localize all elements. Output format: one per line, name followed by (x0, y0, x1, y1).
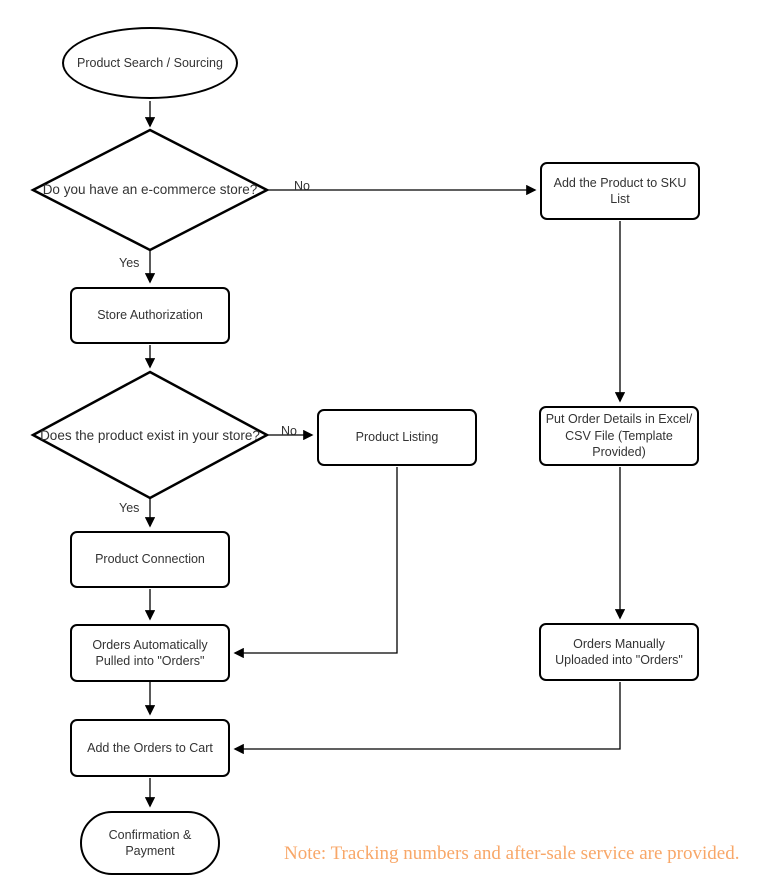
decision-store-diamond (30, 128, 270, 252)
edge-label-product-yes: Yes (119, 501, 140, 515)
decision-store-label: Do you have an e-commerce store? (42, 182, 258, 197)
connector-orders-manual-to-add-cart (233, 682, 621, 755)
node-sku-list: Add the Product to SKU List (540, 162, 700, 220)
node-product-listing: Product Listing (317, 409, 477, 466)
node-store-authorization: Store Authorization (70, 287, 230, 344)
node-product-listing-label: Product Listing (355, 430, 439, 445)
node-sku-list-label: Add the Product to SKU List (553, 175, 687, 207)
node-orders-auto-label: Orders Automatically Pulled into "Orders… (92, 637, 208, 669)
node-product-connection: Product Connection (70, 531, 230, 588)
edge-label-store-no: No (294, 179, 310, 193)
node-order-details: Put Order Details in Excel/ CSV File (Te… (539, 406, 699, 466)
node-end: Confirmation & Payment (80, 811, 220, 875)
note-text: Note: Tracking numbers and after-sale se… (284, 843, 740, 864)
node-start: Product Search / Sourcing (62, 27, 238, 99)
edge-label-store-yes: Yes (119, 256, 140, 270)
node-orders-manual: Orders Manually Uploaded into "Orders" (539, 623, 699, 681)
node-store-authorization-label: Store Authorization (97, 308, 203, 323)
node-order-details-label: Put Order Details in Excel/ CSV File (Te… (545, 412, 693, 460)
edge-label-product-no: No (281, 424, 297, 438)
node-add-to-cart: Add the Orders to Cart (70, 719, 230, 777)
node-end-label: Confirmation & Payment (108, 827, 192, 859)
node-orders-auto: Orders Automatically Pulled into "Orders… (70, 624, 230, 682)
node-orders-manual-label: Orders Manually Uploaded into "Orders" (555, 636, 683, 668)
node-start-label: Product Search / Sourcing (77, 55, 223, 70)
node-add-to-cart-label: Add the Orders to Cart (87, 740, 213, 755)
connector-product-listing-to-orders-auto (233, 467, 398, 659)
node-product-connection-label: Product Connection (95, 552, 205, 567)
decision-product-label: Does the product exist in your store? (40, 428, 260, 443)
decision-product-diamond (30, 370, 270, 500)
